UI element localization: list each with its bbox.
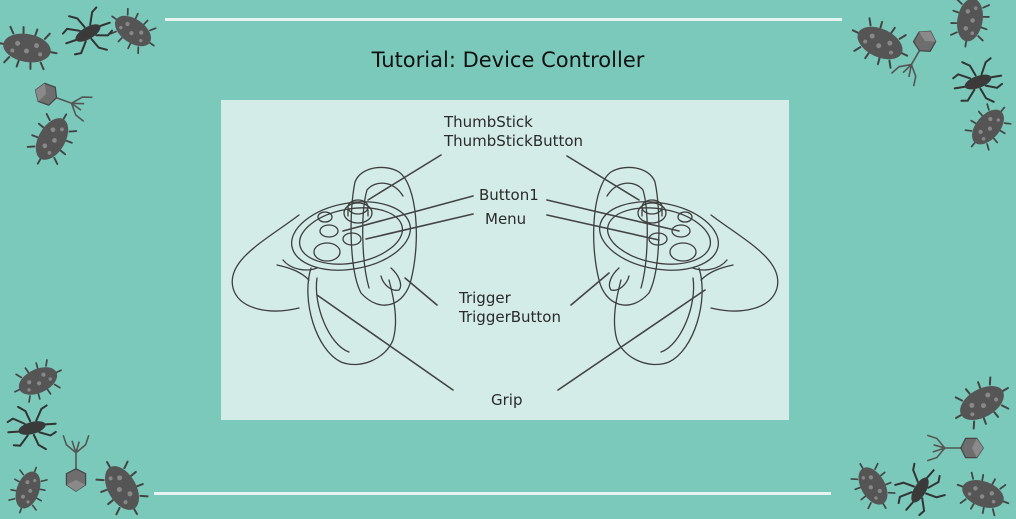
leader-lines (316, 154, 706, 391)
label-trigger: Trigger (459, 289, 511, 307)
germ-icon (843, 11, 917, 75)
germ-icon (946, 50, 1010, 114)
label-button1: Button1 (479, 186, 539, 204)
germ-icon (844, 454, 902, 518)
germ-icon (30, 77, 94, 123)
germ-icon (6, 353, 70, 409)
germ-icon (62, 434, 90, 493)
label-grip: Grip (491, 391, 523, 409)
germ-icon (1, 397, 63, 459)
germ-icon (3, 461, 53, 519)
controller-sketch (231, 154, 779, 391)
germ-icon (946, 0, 994, 51)
germ-icon (54, 0, 122, 67)
label-thumbstick: ThumbStick (444, 113, 533, 131)
germ-icon (945, 369, 1016, 437)
germ-icon (950, 466, 1016, 519)
germ-icon (20, 103, 84, 175)
germ-icon (886, 456, 954, 519)
label-trigger-button: TriggerButton (459, 308, 561, 326)
bottom-rule-line (154, 492, 831, 495)
germ-icon (88, 451, 156, 519)
left-controller (231, 166, 418, 366)
germ-icon (957, 95, 1016, 159)
germ-icon (0, 22, 62, 74)
label-thumbstick-button: ThumbStickButton (444, 132, 584, 150)
page-title: Tutorial: Device Controller (371, 48, 645, 72)
controller-diagram: ThumbStick ThumbStickButton Button1 Menu… (221, 100, 789, 420)
top-rule-line (165, 18, 842, 21)
right-controller (592, 166, 779, 366)
germ-icon (926, 434, 985, 462)
label-menu: Menu (485, 210, 527, 228)
